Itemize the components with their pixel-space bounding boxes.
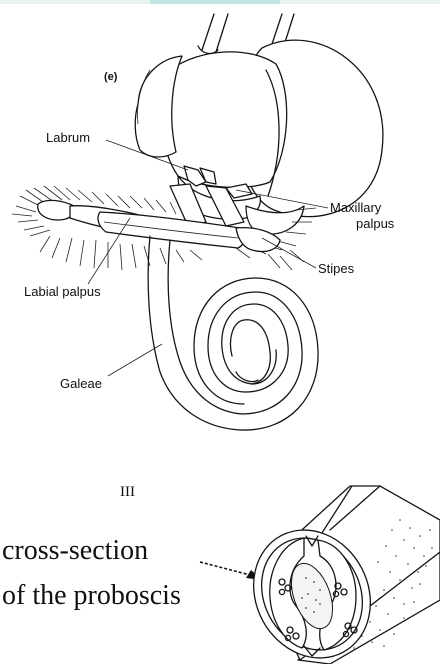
galeae-leader xyxy=(108,344,162,376)
top-edge-highlight xyxy=(150,0,280,4)
labial-palpus-tip xyxy=(38,200,75,220)
caption-line-2: of the proboscis xyxy=(2,580,181,611)
label-galeae: Galeae xyxy=(60,376,102,391)
stipes-leader xyxy=(262,238,316,268)
coil-inner xyxy=(222,304,288,392)
left-antenna-stalk xyxy=(202,14,228,52)
proboscis-inner-left xyxy=(168,240,242,414)
caption-arrow xyxy=(200,562,262,580)
section-numeral: III xyxy=(120,484,135,500)
panel-label: (e) xyxy=(104,71,118,83)
coil-outer xyxy=(194,278,318,430)
label-labrum: Labrum xyxy=(46,130,90,145)
proboscis-cross-section-drawing xyxy=(232,486,440,664)
label-maxillary-palpus-2: palpus xyxy=(356,216,395,231)
label-stipes: Stipes xyxy=(318,261,355,276)
caption-line-1: cross-section xyxy=(2,535,148,566)
label-labial-palpus: Labial palpus xyxy=(24,284,101,299)
galeae-proboscis-drawing xyxy=(148,236,318,430)
caption-arrow-shaft xyxy=(200,562,254,576)
coil-innermost xyxy=(231,320,271,384)
label-maxillary-palpus-1: Maxillary xyxy=(330,200,382,215)
